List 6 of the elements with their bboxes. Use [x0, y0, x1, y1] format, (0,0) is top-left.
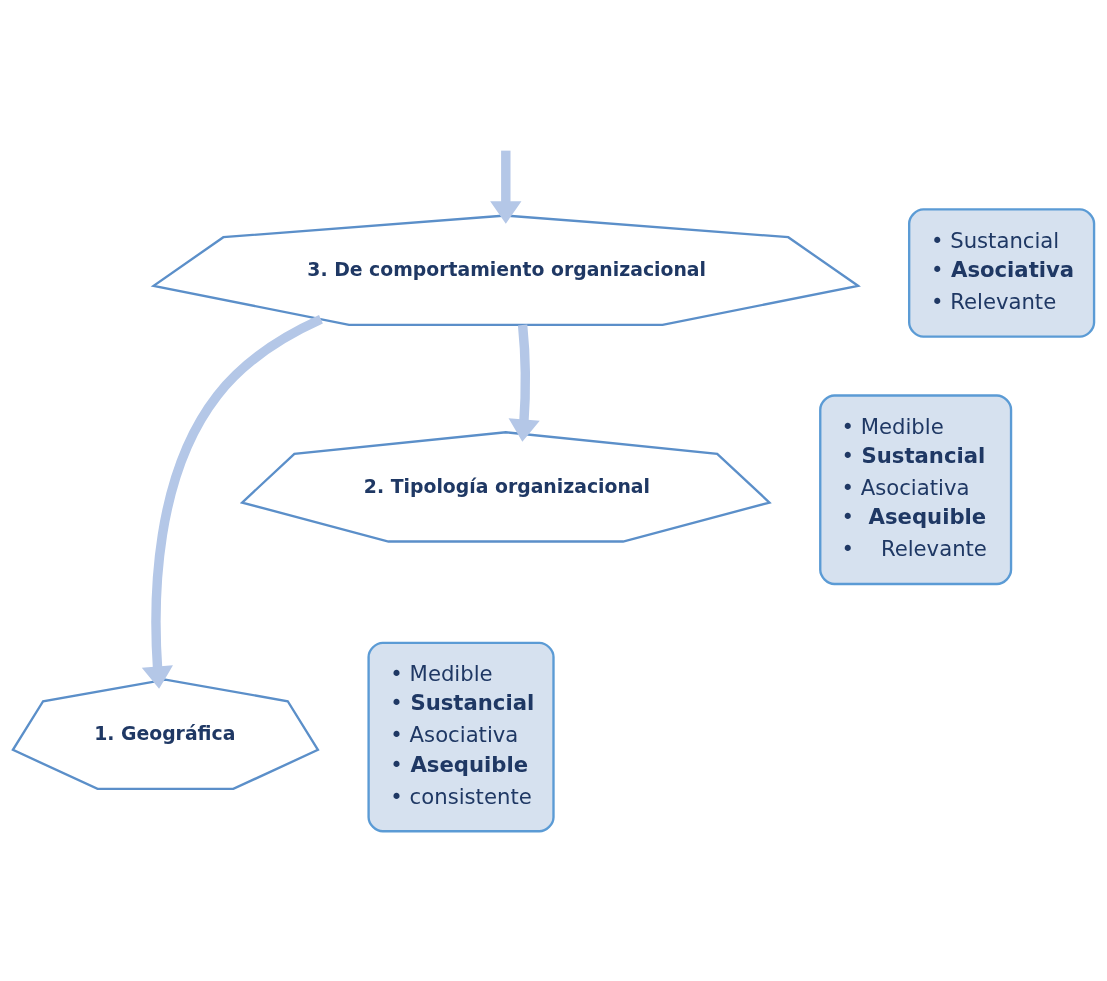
node-box: • Medible • Sustancial • Asociativa • Asequible • consistente — [367, 641, 555, 833]
node-box: • Sustancial • Asociativa • Relevante — [908, 208, 1096, 338]
arrow — [508, 324, 540, 442]
arrow — [141, 315, 323, 689]
arrow — [490, 150, 522, 224]
node-box: • Medible • Sustancial • Asociativa • Asequible • Relevante — [819, 394, 1013, 586]
